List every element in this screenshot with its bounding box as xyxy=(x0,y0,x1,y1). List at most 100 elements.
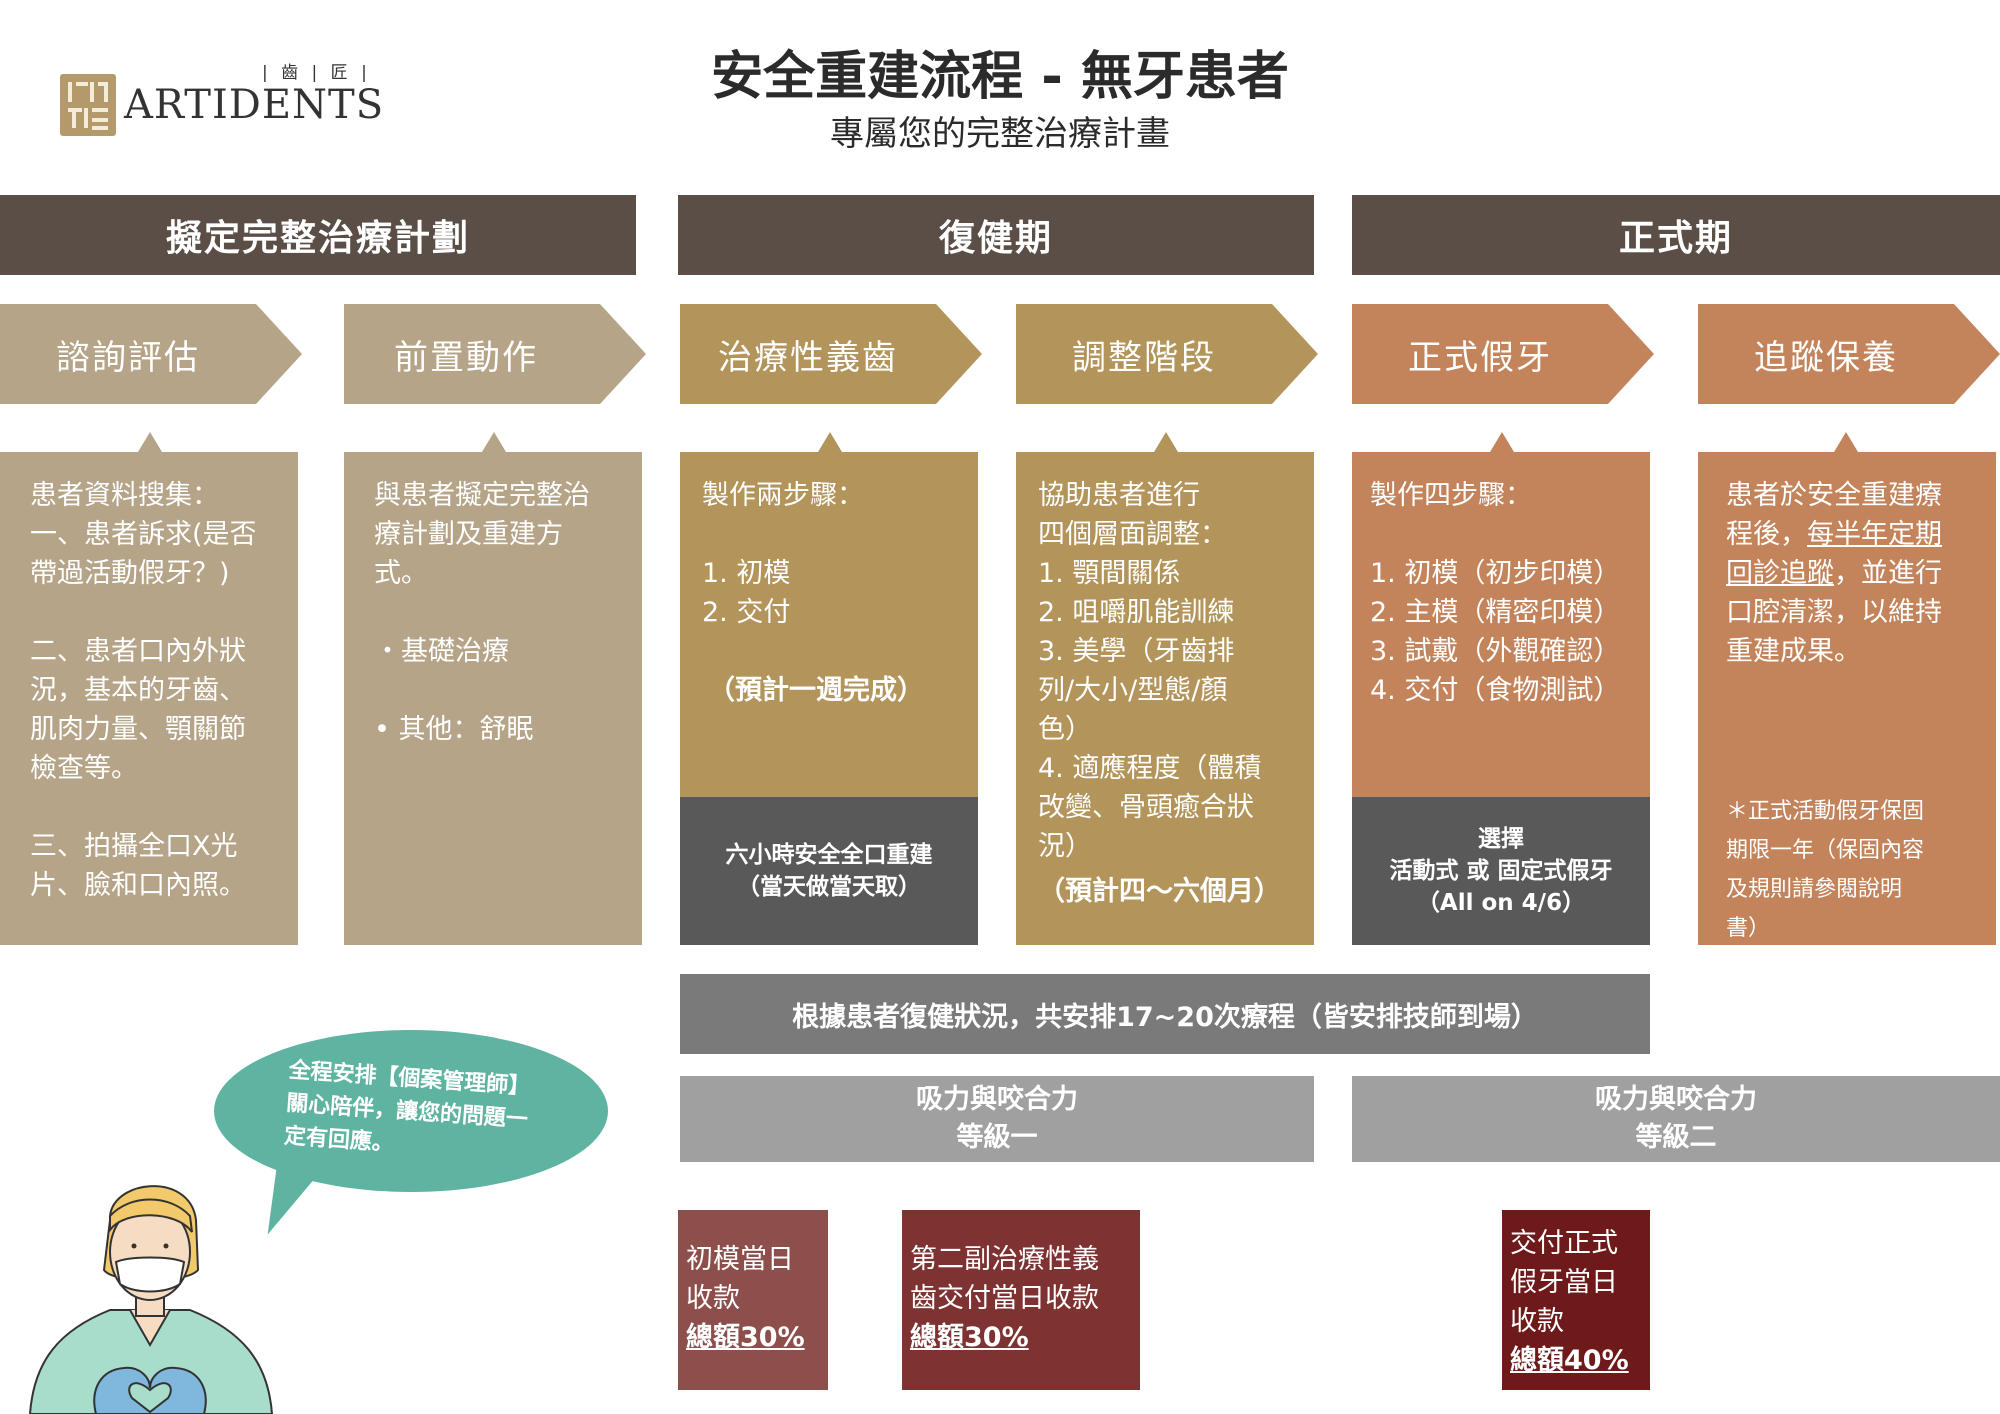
card-line: 三、拍攝全口X光 xyxy=(30,831,238,862)
card-line: 檢查等。 xyxy=(30,753,138,784)
step-arrow-final-denture: 正式假牙 xyxy=(1352,304,1654,404)
card-therapeutic-denture: 製作兩步驟： 1. 初模 2. 交付 （預計一週完成） 六小時安全全口重建 （當… xyxy=(680,432,978,945)
step-arrow-follow-up: 追蹤保養 xyxy=(1698,304,2000,404)
note-line: ＊正式活動假牙保固 xyxy=(1726,799,1925,824)
phase-header-rehab: 復健期 xyxy=(678,195,1314,275)
phase-header-planning: 擬定完整治療計劃 xyxy=(0,195,636,275)
step-arrow-preparation: 前置動作 xyxy=(344,304,646,404)
card-line: 1. 初模（初步印模） xyxy=(1370,558,1621,589)
step-arrow-consultation: 諮詢評估 xyxy=(0,304,302,404)
card-line: 患者於安全重建療 xyxy=(1726,480,1942,511)
payment-box-final: 交付正式 假牙當日 收款 總額40% xyxy=(1502,1210,1650,1390)
payment-line: 初模當日 xyxy=(686,1244,794,1275)
card-line: 療計劃及重建方 xyxy=(374,519,563,550)
note-line: 書） xyxy=(1726,916,1771,941)
step-arrow-therapeutic-denture: 治療性義齒 xyxy=(680,304,982,404)
card-line: 3. 試戴（外觀確認） xyxy=(1370,636,1621,667)
card-line: 3. 美學（牙齒排 xyxy=(1038,636,1235,667)
level-grade: 等級一 xyxy=(956,1122,1038,1153)
card-line: 2. 主模（精密印模） xyxy=(1370,597,1621,628)
step-arrow-adjustment: 調整階段 xyxy=(1016,304,1318,404)
payment-line: 假牙當日 xyxy=(1510,1267,1618,1298)
card-line: 肌肉力量、顎關節 xyxy=(30,714,246,745)
page-title: 安全重建流程 - 無牙患者 xyxy=(711,47,1289,107)
payment-percent: 總額30% xyxy=(910,1322,1029,1353)
card-line: 重建成果。 xyxy=(1726,636,1861,667)
card-line xyxy=(30,788,270,827)
card-line: 4. 適應程度（體積 xyxy=(1038,753,1262,784)
card-bottom-line: （All on 4/6） xyxy=(1416,890,1586,916)
card-line: 4. 交付（食物測試） xyxy=(1370,675,1621,706)
card-line: ・基礎治療 xyxy=(374,636,509,667)
card-line: 協助患者進行 xyxy=(1038,480,1200,511)
card-line: 2. 咀嚼肌能訓練 xyxy=(1038,597,1235,628)
card-line: 1. 初模 xyxy=(702,558,791,589)
card-line: 回診追蹤，並進行 xyxy=(1726,558,1942,589)
card-line: 製作四步驟： xyxy=(1370,480,1532,511)
payment-line: 齒交付當日收款 xyxy=(910,1283,1099,1314)
nurse-heart-hands-icon xyxy=(28,1185,274,1414)
note-line: 及規則請參閱說明 xyxy=(1726,877,1903,902)
level-two-box: 吸力與咬合力 等級二 xyxy=(1352,1076,2000,1162)
card-line: 四個層面調整： xyxy=(1038,519,1227,550)
card-line: 況） xyxy=(1038,831,1092,862)
card-adjustment: 協助患者進行 四個層面調整： 1. 顎間關係 2. 咀嚼肌能訓練 3. 美學（牙… xyxy=(1016,432,1314,945)
level-one-box: 吸力與咬合力 等級一 xyxy=(680,1076,1314,1162)
card-bottom-choose-type: 選擇 活動式 或 固定式假牙 （All on 4/6） xyxy=(1352,797,1650,945)
payment-percent: 總額30% xyxy=(686,1322,805,1353)
card-final-denture: 製作四步驟： 1. 初模（初步印模） 2. 主模（精密印模） 3. 試戴（外觀確… xyxy=(1352,432,1650,945)
card-line xyxy=(374,593,614,632)
level-label: 吸力與咬合力 xyxy=(1595,1084,1757,1115)
card-line: 製作兩步驟： xyxy=(702,480,864,511)
payment-percent: 總額40% xyxy=(1510,1345,1629,1376)
logo-seal-icon xyxy=(60,74,116,136)
payment-line: 交付正式 xyxy=(1510,1228,1618,1259)
payment-box-first: 初模當日 收款 總額30% xyxy=(678,1210,828,1390)
card-line: 式。 xyxy=(374,558,428,589)
card-line: 帶過活動假牙？) xyxy=(30,558,230,589)
speech-bubble xyxy=(214,1030,608,1192)
logo-chinese: | 齒 | 匠 | xyxy=(262,63,371,83)
payment-line: 收款 xyxy=(1510,1306,1564,1337)
card-line: • 其他：舒眠 xyxy=(374,714,534,745)
card-bottom-line: 活動式 或 固定式假牙 xyxy=(1389,858,1613,884)
card-line: 患者資料搜集： xyxy=(30,480,219,511)
card-bottom-line: 選擇 xyxy=(1478,826,1524,852)
card-line: 片、臉和口內照。 xyxy=(30,870,246,901)
phase-header-formal: 正式期 xyxy=(1352,195,2000,275)
card-line xyxy=(374,671,614,710)
card-line: 況，基本的牙齒、 xyxy=(30,675,246,706)
card-bottom-line: （當天做當天取） xyxy=(737,874,921,900)
level-grade: 等級二 xyxy=(1635,1122,1717,1153)
card-line: 口腔清潔，以維持 xyxy=(1726,597,1942,628)
card-line: 1. 顎間關係 xyxy=(1038,558,1181,589)
session-count-bar: 根據患者復健狀況，共安排17~20次療程（皆安排技師到場） xyxy=(680,974,1650,1054)
card-line xyxy=(1370,515,1622,554)
card-bottom-line: 六小時安全全口重建 xyxy=(725,842,933,868)
card-line xyxy=(702,515,950,554)
level-label: 吸力與咬合力 xyxy=(916,1084,1078,1115)
note-line: 期限一年（保固內容 xyxy=(1726,838,1925,863)
payment-line: 收款 xyxy=(686,1283,740,1314)
card-line-estimate: （預計一週完成） xyxy=(708,675,924,706)
card-line-estimate: （預計四～六個月） xyxy=(1038,876,1281,907)
payment-box-second: 第二副治療性義 齒交付當日收款 總額30% xyxy=(902,1210,1140,1390)
logo-wordmark: ARTIDENTS xyxy=(124,82,385,128)
card-line: 程後，每半年定期 xyxy=(1726,519,1942,550)
card-line xyxy=(30,593,270,632)
card-line: 色） xyxy=(1038,714,1092,745)
card-follow-up: 患者於安全重建療 程後，每半年定期 回診追蹤，並進行 口腔清潔，以維持 重建成果… xyxy=(1698,432,1996,945)
card-line: 2. 交付 xyxy=(702,597,791,628)
card-line: 二、患者口內外狀 xyxy=(30,636,246,667)
card-consultation: 患者資料搜集： 一、患者訴求(是否 帶過活動假牙？) 二、患者口內外狀 況，基本… xyxy=(0,432,298,945)
card-line: 一、患者訴求(是否 xyxy=(30,519,257,550)
page-subtitle: 專屬您的完整治療計畫 xyxy=(830,114,1170,154)
card-line xyxy=(702,632,950,671)
card-line: 列/大小/型態/顏 xyxy=(1038,675,1228,706)
card-preparation: 與患者擬定完整治 療計劃及重建方 式。 ・基礎治療 • 其他：舒眠 xyxy=(344,432,642,945)
payment-line: 第二副治療性義 xyxy=(910,1244,1099,1275)
speech-bubble-text: 全程安排【個案管理師】 關心陪伴，讓您的問題一 定有回應。 xyxy=(283,1054,579,1173)
card-bottom-six-hour: 六小時安全全口重建 （當天做當天取） xyxy=(680,797,978,945)
card-line: 與患者擬定完整治 xyxy=(374,480,590,511)
card-line: 改變、骨頭癒合狀 xyxy=(1038,792,1254,823)
